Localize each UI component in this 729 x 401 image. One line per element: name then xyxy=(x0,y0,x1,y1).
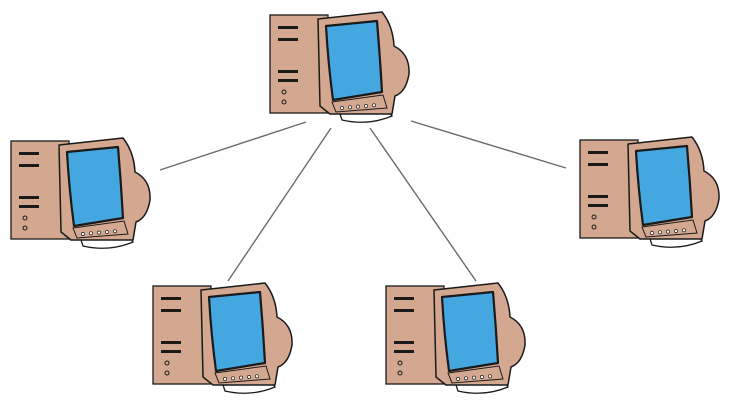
link-center-bottom-right xyxy=(369,127,477,282)
desktop-computer-icon xyxy=(384,281,527,395)
desktop-computer-icon xyxy=(151,281,294,395)
desktop-computer-icon xyxy=(268,10,411,124)
link-center-right xyxy=(410,120,567,169)
computer-left xyxy=(9,136,152,250)
link-center-left xyxy=(159,121,307,171)
desktop-computer-icon xyxy=(578,135,721,249)
link-center-bottom-left xyxy=(227,127,332,282)
computer-bottom-left xyxy=(151,281,294,395)
desktop-computer-icon xyxy=(9,136,152,250)
network-links xyxy=(159,120,567,282)
computer-right xyxy=(578,135,721,249)
computer-center xyxy=(268,10,411,124)
computer-bottom-right xyxy=(384,281,527,395)
